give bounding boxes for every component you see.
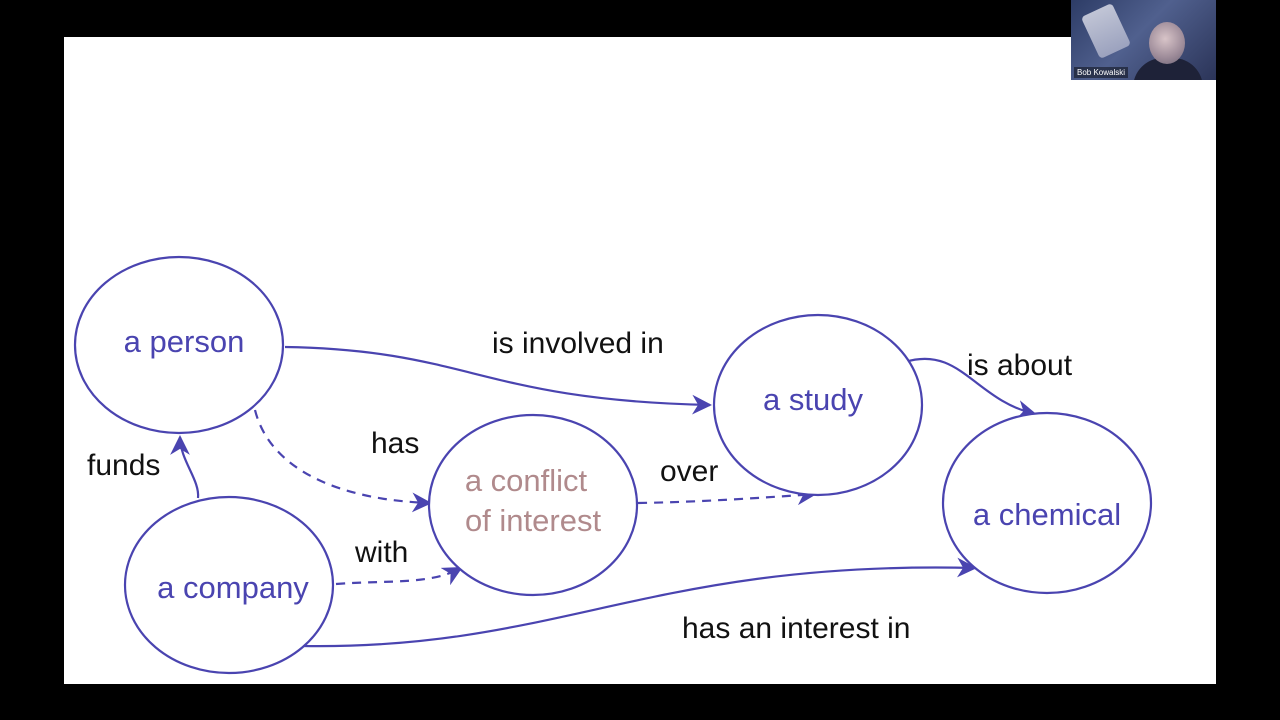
webcam-thumbnail[interactable]: Bob Kowalski	[1071, 0, 1216, 80]
edge-label-has: has	[371, 427, 419, 460]
edges	[170, 345, 1037, 648]
webcam-person-head	[1149, 22, 1185, 64]
node-person-circle	[73, 255, 285, 435]
edge-has-an-interest-in	[302, 557, 977, 648]
edge-label-funds: funds	[87, 449, 160, 482]
node-person-label: a person	[124, 324, 245, 359]
node-study-circle	[712, 313, 924, 497]
node-study-label: a study	[763, 382, 863, 417]
edge-is-involved-in	[284, 345, 712, 415]
webcam-participant-name: Bob Kowalski	[1074, 67, 1129, 78]
edge-label-has-an-interest-in: has an interest in	[682, 612, 910, 645]
node-conflict-label-line2: of interest	[465, 503, 602, 538]
node-company-circle	[123, 495, 335, 675]
edge-is-about	[904, 357, 1037, 420]
node-conflict-circle	[427, 413, 639, 597]
edge-label-is-involved-in: is involved in	[492, 327, 664, 360]
node-conflict-label-line1: a conflict	[465, 463, 588, 498]
nodes	[73, 255, 1153, 675]
edge-over	[637, 485, 817, 506]
node-chemical-circle	[941, 411, 1153, 595]
webcam-person-body	[1133, 58, 1203, 80]
edge-with	[335, 567, 463, 586]
node-chemical-label: a chemical	[973, 497, 1121, 532]
node-company-label: a company	[157, 570, 309, 605]
edge-label-over: over	[660, 455, 718, 488]
edge-label-is-about: is about	[967, 349, 1073, 382]
edge-has	[253, 409, 432, 513]
edge-label-with: with	[354, 536, 408, 569]
edge-funds	[170, 435, 200, 499]
